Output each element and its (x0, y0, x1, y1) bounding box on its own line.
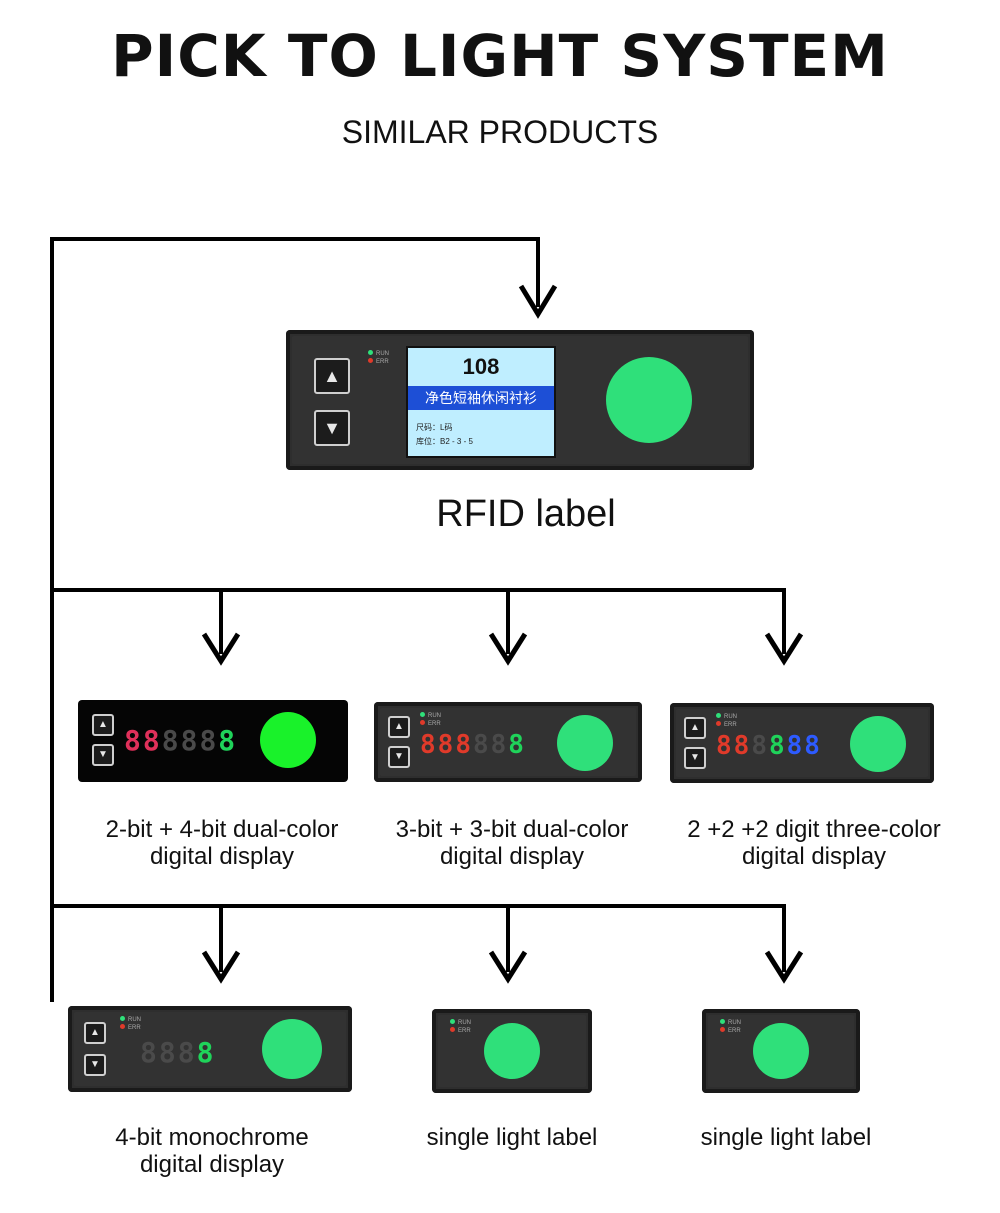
pick-light-button[interactable] (850, 716, 906, 772)
segment-display: 888888 (420, 730, 526, 760)
arrowhead-row2-3 (764, 950, 804, 984)
pick-light-button[interactable] (260, 712, 316, 768)
single-light-device: RUN ERR (432, 1009, 592, 1093)
down-arrow-icon[interactable]: ▼ (684, 747, 706, 769)
page-title: PICK TO LIGHT SYSTEM (111, 22, 889, 90)
pick-light-button[interactable] (753, 1023, 809, 1079)
pick-light-button[interactable] (484, 1023, 540, 1079)
product-3bit-3bit-device: ▲ ▼ RUN ERR 888888 (374, 702, 642, 782)
screen-location-line: 库位：B2 - 3 - 5 (416, 437, 473, 446)
single-light-device: RUN ERR (702, 1009, 860, 1093)
status-leds: RUN ERR (450, 1019, 471, 1035)
arrowhead-row1-3 (764, 632, 804, 666)
status-leds: RUN ERR (720, 1019, 741, 1035)
product-2-2-2-device: ▲ ▼ RUN ERR 888888 (670, 703, 934, 783)
up-arrow-icon[interactable]: ▲ (684, 717, 706, 739)
product-4bit-mono-device: ▲ ▼ RUN ERR 8888 (68, 1006, 352, 1092)
connector-to-rfid (50, 237, 540, 1002)
up-arrow-icon[interactable]: ▲ (314, 358, 350, 394)
up-arrow-icon[interactable]: ▲ (84, 1022, 106, 1044)
down-arrow-icon[interactable]: ▼ (92, 744, 114, 766)
rfid-caption: RFID label (436, 493, 616, 535)
product-caption: single light label (426, 1124, 598, 1151)
product-caption: 3-bit + 3-bit dual-color digital display (395, 816, 629, 870)
pick-light-button[interactable] (557, 715, 613, 771)
status-leds: RUN ERR (420, 712, 441, 728)
segment-display: 888888 (716, 731, 822, 761)
screen-size-line: 尺码：L码 (416, 423, 453, 432)
product-caption: single light label (700, 1124, 872, 1151)
segment-display: 888888 (124, 724, 238, 757)
down-arrow-icon[interactable]: ▼ (314, 410, 350, 446)
up-arrow-icon[interactable]: ▲ (388, 716, 410, 738)
down-arrow-icon[interactable]: ▼ (84, 1054, 106, 1076)
screen-product-name: 净色短袖休闲衬衫 (408, 386, 554, 410)
product-caption: 2-bit + 4-bit dual-color digital display (105, 816, 339, 870)
lcd-screen: 108 净色短袖休闲衬衫 尺码：L码 库位：B2 - 3 - 5 (406, 346, 556, 458)
arrowhead-rfid (518, 284, 558, 319)
arrowhead-row1-1 (201, 632, 241, 666)
product-caption: 2 +2 +2 digit three-color digital displa… (687, 816, 941, 870)
rfid-label-device: ▲ ▼ RUN ERR 108 净色短袖休闲衬衫 尺码：L码 库位：B2 - 3… (286, 330, 754, 470)
pick-light-button[interactable] (262, 1019, 322, 1079)
segment-display: 8888 (140, 1036, 216, 1069)
page-subtitle: SIMILAR PRODUCTS (341, 114, 659, 150)
up-arrow-icon[interactable]: ▲ (92, 714, 114, 736)
status-leds: RUN ERR (120, 1016, 141, 1032)
product-2bit-4bit-device: ▲ ▼ 888888 (78, 700, 348, 782)
pick-light-button[interactable] (606, 357, 692, 443)
product-caption: 4-bit monochrome digital display (115, 1124, 309, 1178)
status-leds: RUN ERR (716, 713, 737, 729)
down-arrow-icon[interactable]: ▼ (388, 746, 410, 768)
arrowhead-row1-2 (488, 632, 528, 666)
arrowhead-row2-1 (201, 950, 241, 984)
screen-number: 108 (462, 354, 500, 379)
arrowhead-row2-2 (488, 950, 528, 984)
status-leds: RUN ERR (368, 350, 389, 366)
